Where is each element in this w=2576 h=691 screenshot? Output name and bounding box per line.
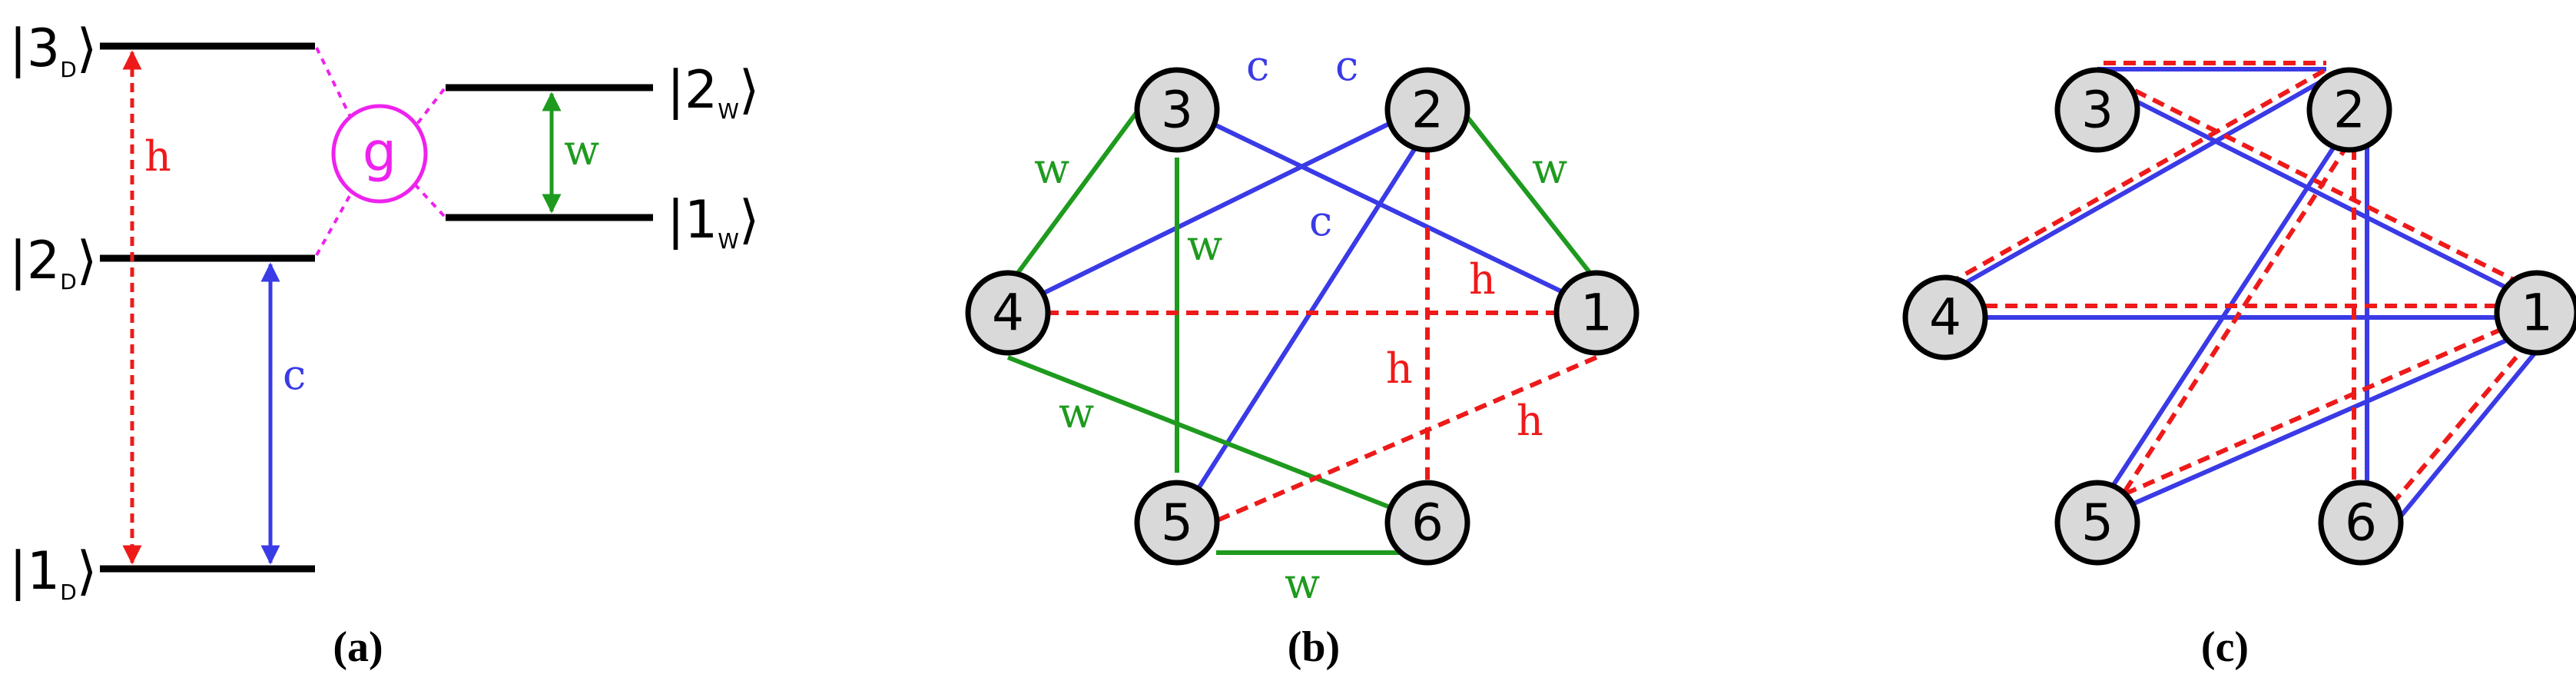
edge-c-2-5 [1194, 141, 1421, 493]
node-3: 3 [1134, 67, 1220, 153]
caption-c: (c) [2201, 623, 2249, 671]
svg-text:2: 2 [2333, 81, 2365, 140]
svg-text:1: 1 [1580, 284, 1613, 343]
svg-text:6: 6 [1411, 493, 1444, 553]
node-3: 3 [2054, 67, 2140, 153]
edge-label-w: w [1059, 389, 1094, 437]
edge-label-w: w [1532, 145, 1567, 193]
edge-label-w: w [1187, 221, 1222, 270]
edge-blue-3-1 [2129, 96, 2508, 290]
g-link-1w [413, 183, 446, 218]
ket-1d: |1D⟩ [9, 541, 97, 605]
caption-a: (a) [333, 623, 383, 671]
svg-text:4: 4 [992, 284, 1024, 343]
transition-h-label: h [144, 132, 171, 181]
edge-red-1-5 [2119, 327, 2504, 498]
edge-red-2-5 [2120, 143, 2350, 497]
edge-blue-1-5 [2123, 338, 2508, 510]
edge-blue-2-4 [1948, 75, 2331, 294]
svg-text:4: 4 [1929, 288, 1961, 347]
svg-text:6: 6 [2345, 493, 2377, 553]
svg-text:2: 2 [1411, 81, 1444, 140]
panel-c: 3 2 4 1 5 6 (c) [1902, 61, 2576, 671]
edge-red-3-1 [2133, 88, 2515, 282]
edge-label-h: h [1469, 255, 1496, 304]
edge-label-w: w [1285, 560, 1320, 608]
g-coupling-ellipse [331, 104, 428, 204]
node-6: 6 [1384, 480, 1470, 566]
node-5: 5 [2054, 480, 2140, 566]
svg-text:5: 5 [1161, 493, 1193, 553]
ket-2d: |2D⟩ [9, 231, 97, 294]
ket-1w: |1W⟩ [667, 190, 759, 254]
transition-w-label: w [564, 126, 599, 174]
g-link-3d [315, 47, 351, 116]
node-2: 2 [2306, 67, 2392, 153]
edge-w-4-6 [1006, 355, 1415, 519]
caption-b: (b) [1288, 623, 1340, 671]
edge-red-1-6 [2387, 341, 2531, 509]
edge-c-2-4 [1005, 104, 1427, 314]
ket-3d: |3D⟩ [9, 18, 97, 82]
edge-label-c: c [1309, 197, 1332, 245]
svg-text:3: 3 [1161, 81, 1193, 140]
edge-label-w: w [1034, 145, 1069, 193]
node-6: 6 [2318, 480, 2404, 566]
edge-red-2-4 [1943, 68, 2326, 288]
ket-2w: |2W⟩ [667, 60, 759, 124]
svg-text:5: 5 [2081, 493, 2114, 553]
g-coupling-label: g [363, 121, 396, 184]
transition-c-label: c [283, 350, 306, 399]
g-link-2w [413, 88, 446, 128]
node-4: 4 [1902, 274, 1988, 360]
edge-label-c: c [1246, 42, 1269, 90]
edge-w-3-4 [1009, 100, 1147, 284]
edge-c-3-1 [1179, 106, 1600, 311]
edge-blue-1-6 [2393, 348, 2540, 524]
svg-text:3: 3 [2081, 81, 2114, 140]
g-link-2d [315, 195, 351, 256]
node-2: 2 [1384, 67, 1470, 153]
node-1: 1 [1553, 270, 1639, 356]
edge-label-h: h [1386, 344, 1413, 393]
node-1: 1 [2494, 270, 2576, 356]
panel-a: |3D⟩ |2D⟩ |1D⟩ |2W⟩ |1W⟩ g h c w (a) [9, 18, 759, 671]
panel-b: c c c w w w w w h h h 3 2 4 1 5 6 (b) [965, 42, 1639, 671]
edge-label-h: h [1517, 397, 1543, 445]
edge-h-1-5 [1214, 355, 1598, 523]
node-4: 4 [965, 270, 1051, 356]
edge-label-c: c [1335, 42, 1358, 90]
svg-text:1: 1 [2521, 284, 2553, 343]
node-5: 5 [1134, 480, 1220, 566]
edge-w-2-1 [1453, 100, 1600, 284]
